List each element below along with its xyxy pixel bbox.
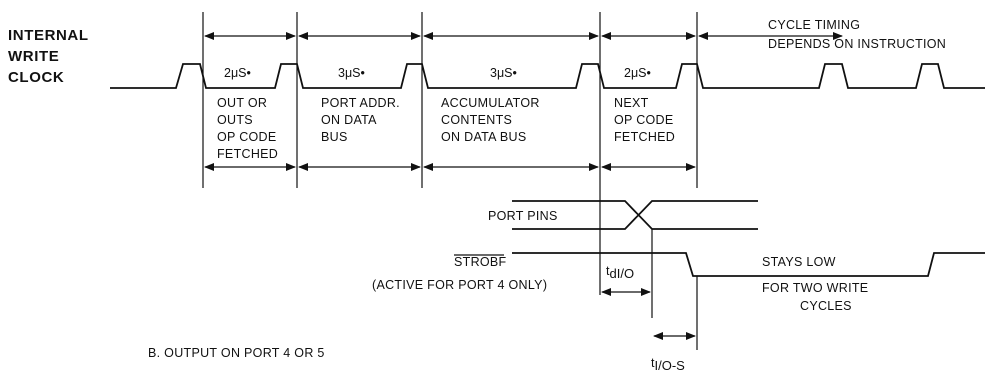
signal-label-line-1: INTERNAL	[8, 27, 89, 44]
cycle-1-desc-line-3: OP CODE	[217, 130, 277, 144]
cycle-2-desc-line-1: PORT ADDR.	[321, 96, 400, 110]
cycle-1-desc-line-2: OUTS	[217, 113, 253, 127]
cycle-2-duration: 3μS•	[338, 66, 365, 80]
cycle-3-desc-line-2: CONTENTS	[441, 113, 512, 127]
stays-low-line-1: STAYS LOW	[762, 255, 836, 269]
strobe-label: STROBF	[454, 255, 507, 269]
clock-waveform	[110, 63, 985, 89]
stays-low-line-3: CYCLES	[800, 299, 852, 313]
port-pins-waveform	[512, 200, 758, 230]
cycle-1-desc-line-4: FETCHED	[217, 147, 278, 161]
cycle-4-desc-line-2: OP CODE	[614, 113, 674, 127]
cycle-4-duration: 2μS•	[624, 66, 651, 80]
cycle-1-desc-line-1: OUT OR	[217, 96, 267, 110]
cycle-note-line-2: DEPENDS ON INSTRUCTION	[768, 37, 946, 51]
cycle-3-duration: 3μS•	[490, 66, 517, 80]
signal-label-line-2: WRITE	[8, 48, 59, 65]
cycle-note-line-1: CYCLE TIMING	[768, 18, 860, 32]
cycle-2-desc-line-2: ON DATA	[321, 113, 377, 127]
tdio-label: tdI/O	[606, 264, 634, 281]
figure-caption: B. OUTPUT ON PORT 4 OR 5	[148, 346, 325, 360]
strobe-note: (ACTIVE FOR PORT 4 ONLY)	[372, 278, 547, 292]
stays-low-line-2: FOR TWO WRITE	[762, 281, 868, 295]
cycle-4-desc-line-3: FETCHED	[614, 130, 675, 144]
strobe-waveform	[512, 252, 985, 277]
cycle-4-desc-line-1: NEXT	[614, 96, 649, 110]
port-pins-label: PORT PINS	[488, 209, 558, 223]
tios-label: tI/O-S	[651, 356, 685, 373]
signal-label-line-3: CLOCK	[8, 69, 64, 86]
cycle-1-duration: 2μS•	[224, 66, 251, 80]
cycle-3-desc-line-1: ACCUMULATOR	[441, 96, 540, 110]
cycle-3-desc-line-3: ON DATA BUS	[441, 130, 527, 144]
cycle-2-desc-line-3: BUS	[321, 130, 348, 144]
